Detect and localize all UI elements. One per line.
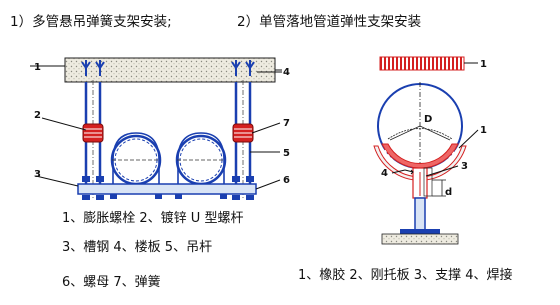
hanger-rods	[84, 82, 252, 185]
callout-r1: 1	[480, 125, 487, 136]
callout-r1-top: 1	[480, 59, 487, 70]
callout-5: 5	[283, 148, 290, 159]
channel-steel	[77, 183, 257, 195]
left-legend-line-3: 6、螺母 7、弹簧	[62, 275, 161, 290]
rod-centerlines	[92, 80, 244, 198]
floor-slab	[64, 57, 276, 83]
expansion-bolts	[81, 60, 255, 76]
right-leader-lines	[391, 129, 479, 177]
rubber-pad	[381, 143, 459, 169]
pipes	[110, 132, 227, 186]
callout-7: 7	[283, 118, 290, 129]
stand-column	[414, 197, 426, 233]
callout-6: 6	[283, 175, 290, 186]
rubber-sample-strip	[379, 56, 465, 71]
left-legend-line-1: 1、膨胀螺栓 2、镀锌 U 型螺杆	[62, 211, 244, 226]
callout-1: 1	[34, 62, 41, 73]
ground-slab	[381, 233, 459, 245]
base-plate	[400, 229, 440, 234]
springs	[82, 123, 254, 143]
left-diagram-title: 1）多管悬吊弹簧支架安装;	[10, 14, 172, 30]
callout-3: 3	[34, 169, 41, 180]
right-legend: 1、橡胶 2、刚托板 3、支撑 4、焊接	[298, 268, 513, 283]
right-diagram: 1 D d	[373, 56, 487, 245]
left-leader-lines	[35, 71, 282, 190]
dimension-D-label: D	[424, 114, 432, 125]
right-diagram-title: 2）单管落地管道弹性支架安装	[237, 14, 422, 30]
callout-4: 4	[283, 67, 290, 78]
callout-r3: 3	[461, 161, 468, 172]
callout-r4: 4	[381, 168, 388, 179]
dimension-d	[432, 179, 446, 197]
left-diagram: 1 2 3 4 5 6 7	[30, 57, 290, 200]
dimension-d-label: d	[445, 187, 452, 198]
nuts	[82, 176, 254, 200]
callout-2: 2	[34, 110, 41, 121]
left-legend-line-2: 3、槽钢 4、楼板 5、吊杆	[62, 240, 213, 255]
